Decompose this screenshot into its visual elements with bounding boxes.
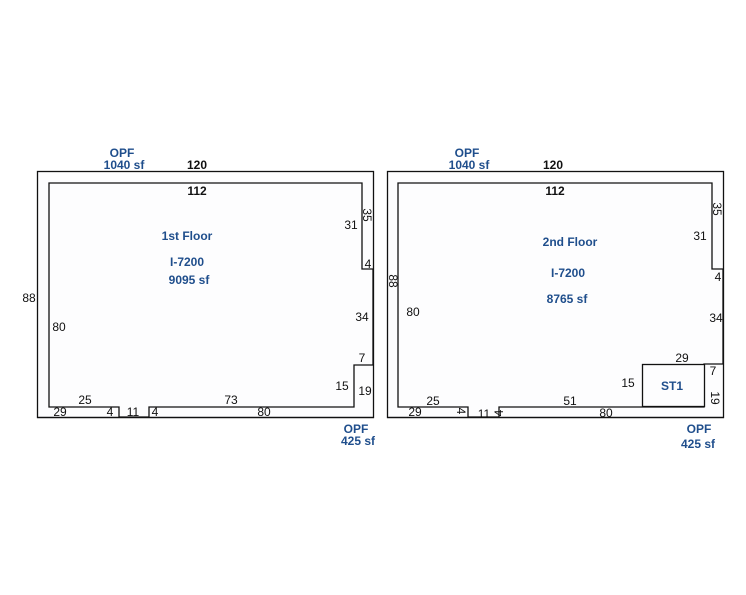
floor-plan-1: OPF 1040 sf 120 112 1st Floor I-7200 909… — [22, 146, 376, 448]
dim-left-inner: 80 — [52, 320, 66, 334]
dim-right-upper-outer: 35 — [360, 208, 374, 222]
dim-bottom-right-outer: 80 — [599, 406, 613, 420]
dim-right-mid: 34 — [355, 310, 369, 324]
dim-notch-top: 7 — [710, 364, 717, 378]
dim-step: 4 — [715, 270, 722, 284]
opf-bottom-area: 425 sf — [341, 434, 376, 448]
opf-bottom-area: 425 sf — [681, 437, 716, 451]
dim-right-upper-inner: 31 — [693, 229, 707, 243]
dim-gap-left: 4 — [454, 408, 468, 415]
floor-code: I-7200 — [170, 255, 204, 269]
dim-top-outer: 120 — [187, 158, 207, 172]
floor-outline-1 — [48, 182, 374, 418]
dim-bottom-left-inner: 25 — [426, 394, 440, 408]
st1-label: ST1 — [661, 379, 683, 393]
dim-notch-side: 15 — [621, 376, 635, 390]
dim-bottom-right-inner: 51 — [563, 394, 577, 408]
dim-gap-right: 4 — [492, 409, 506, 416]
opf-bottom-label: OPF — [687, 422, 712, 436]
dim-notch-top: 7 — [359, 351, 366, 365]
dim-left-inner: 80 — [406, 305, 420, 319]
floor-label: 1st Floor — [162, 229, 213, 243]
dim-bottom-left-outer: 29 — [408, 405, 422, 419]
opf-top-area: 1040 sf — [104, 158, 146, 172]
dim-left-outer: 88 — [22, 291, 36, 305]
st1-outline — [641, 363, 706, 408]
dim-step: 4 — [365, 257, 372, 271]
dim-right-mid: 34 — [709, 311, 723, 325]
dim-right-upper-inner: 31 — [344, 218, 358, 232]
dim-bottom-left-outer: 29 — [53, 405, 67, 419]
dim-top-inner: 112 — [187, 184, 207, 198]
dim-right-upper-outer: 35 — [710, 202, 724, 216]
dim-top-outer: 120 — [543, 158, 563, 172]
dim-gap-right: 4 — [152, 405, 159, 419]
dim-st-top: 29 — [675, 351, 689, 365]
opf-top-label: OPF — [455, 146, 480, 160]
dim-notch-right: 19 — [708, 391, 722, 405]
dim-notch-side: 15 — [335, 379, 349, 393]
dim-notch-right: 19 — [358, 384, 372, 398]
dim-left-outer: 88 — [386, 274, 400, 288]
opf-bottom-label: OPF — [344, 422, 369, 436]
dim-top-inner: 112 — [545, 184, 565, 198]
floor-label: 2nd Floor — [543, 235, 598, 249]
floor-area: 9095 sf — [169, 273, 211, 287]
floor-code: I-7200 — [551, 266, 585, 280]
dim-gap-left: 4 — [107, 405, 114, 419]
dim-bottom-right-inner: 73 — [224, 393, 238, 407]
dim-gap: 11 — [478, 407, 491, 421]
dim-bottom-right-outer: 80 — [257, 405, 271, 419]
opf-top-label: OPF — [110, 146, 135, 160]
floor-plan-2: OPF 1040 sf 120 112 2nd Floor I-7200 876… — [386, 146, 725, 451]
dim-gap: 11 — [127, 405, 140, 419]
dim-bottom-left-inner: 25 — [78, 393, 92, 407]
opf-top-area: 1040 sf — [449, 158, 491, 172]
floor-area: 8765 sf — [547, 292, 589, 306]
